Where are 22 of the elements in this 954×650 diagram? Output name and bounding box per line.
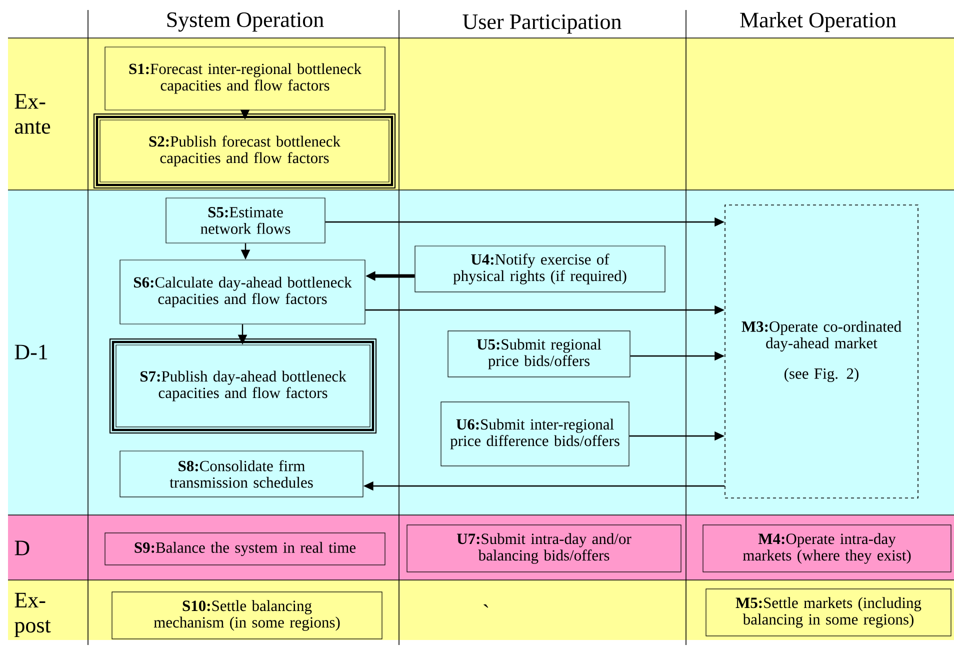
publish-box: S2:Publish forecast bottleneck capacities and flow factors bbox=[94, 114, 396, 188]
process-box: U4:Notify exercise of physical rights (if required) bbox=[414, 246, 666, 292]
process-box: M4:Operate intra-day markets (where they exist) bbox=[702, 524, 952, 572]
row-label: Ex-ante bbox=[14, 94, 50, 134]
process-box: U5:Submit regional price bids/offers bbox=[448, 330, 630, 378]
row-label: Ex-post bbox=[14, 592, 51, 638]
publish-box: S7:Publish day-ahead bottleneck capacities and flow factors bbox=[110, 338, 376, 434]
process-box: S6:Calculate day-ahead bottleneck capacities and flow factors bbox=[120, 260, 366, 324]
market-box: M3:Operate co-ordinated day-ahead market (see Fig. 2) bbox=[724, 204, 918, 498]
process-box: S9:Balance the system in real time bbox=[104, 532, 386, 566]
process-box: U6:Submit inter-regional price difference bids/offers bbox=[440, 402, 630, 466]
column-header: Market Operation bbox=[740, 12, 896, 32]
stray-mark: ` bbox=[484, 604, 488, 608]
process-box: S5:Estimate network flows bbox=[166, 198, 326, 244]
column-header: User Participation bbox=[462, 14, 622, 34]
row-label: D bbox=[14, 540, 30, 556]
row-label: D-1 bbox=[14, 344, 48, 360]
process-box: S1:Forecast inter-regional bottleneck capacities and flow factors bbox=[104, 46, 386, 110]
process-box: S10:Settle balancing mechanism (in some regions) bbox=[112, 592, 382, 640]
process-box: M5:Settle markets (including balancing in some regions) bbox=[706, 588, 952, 636]
process-box: S8:Consolidate firm transmission schedules bbox=[120, 450, 364, 498]
process-box: U7:Submit intra-day and/or balancing bids/offers bbox=[406, 524, 682, 572]
